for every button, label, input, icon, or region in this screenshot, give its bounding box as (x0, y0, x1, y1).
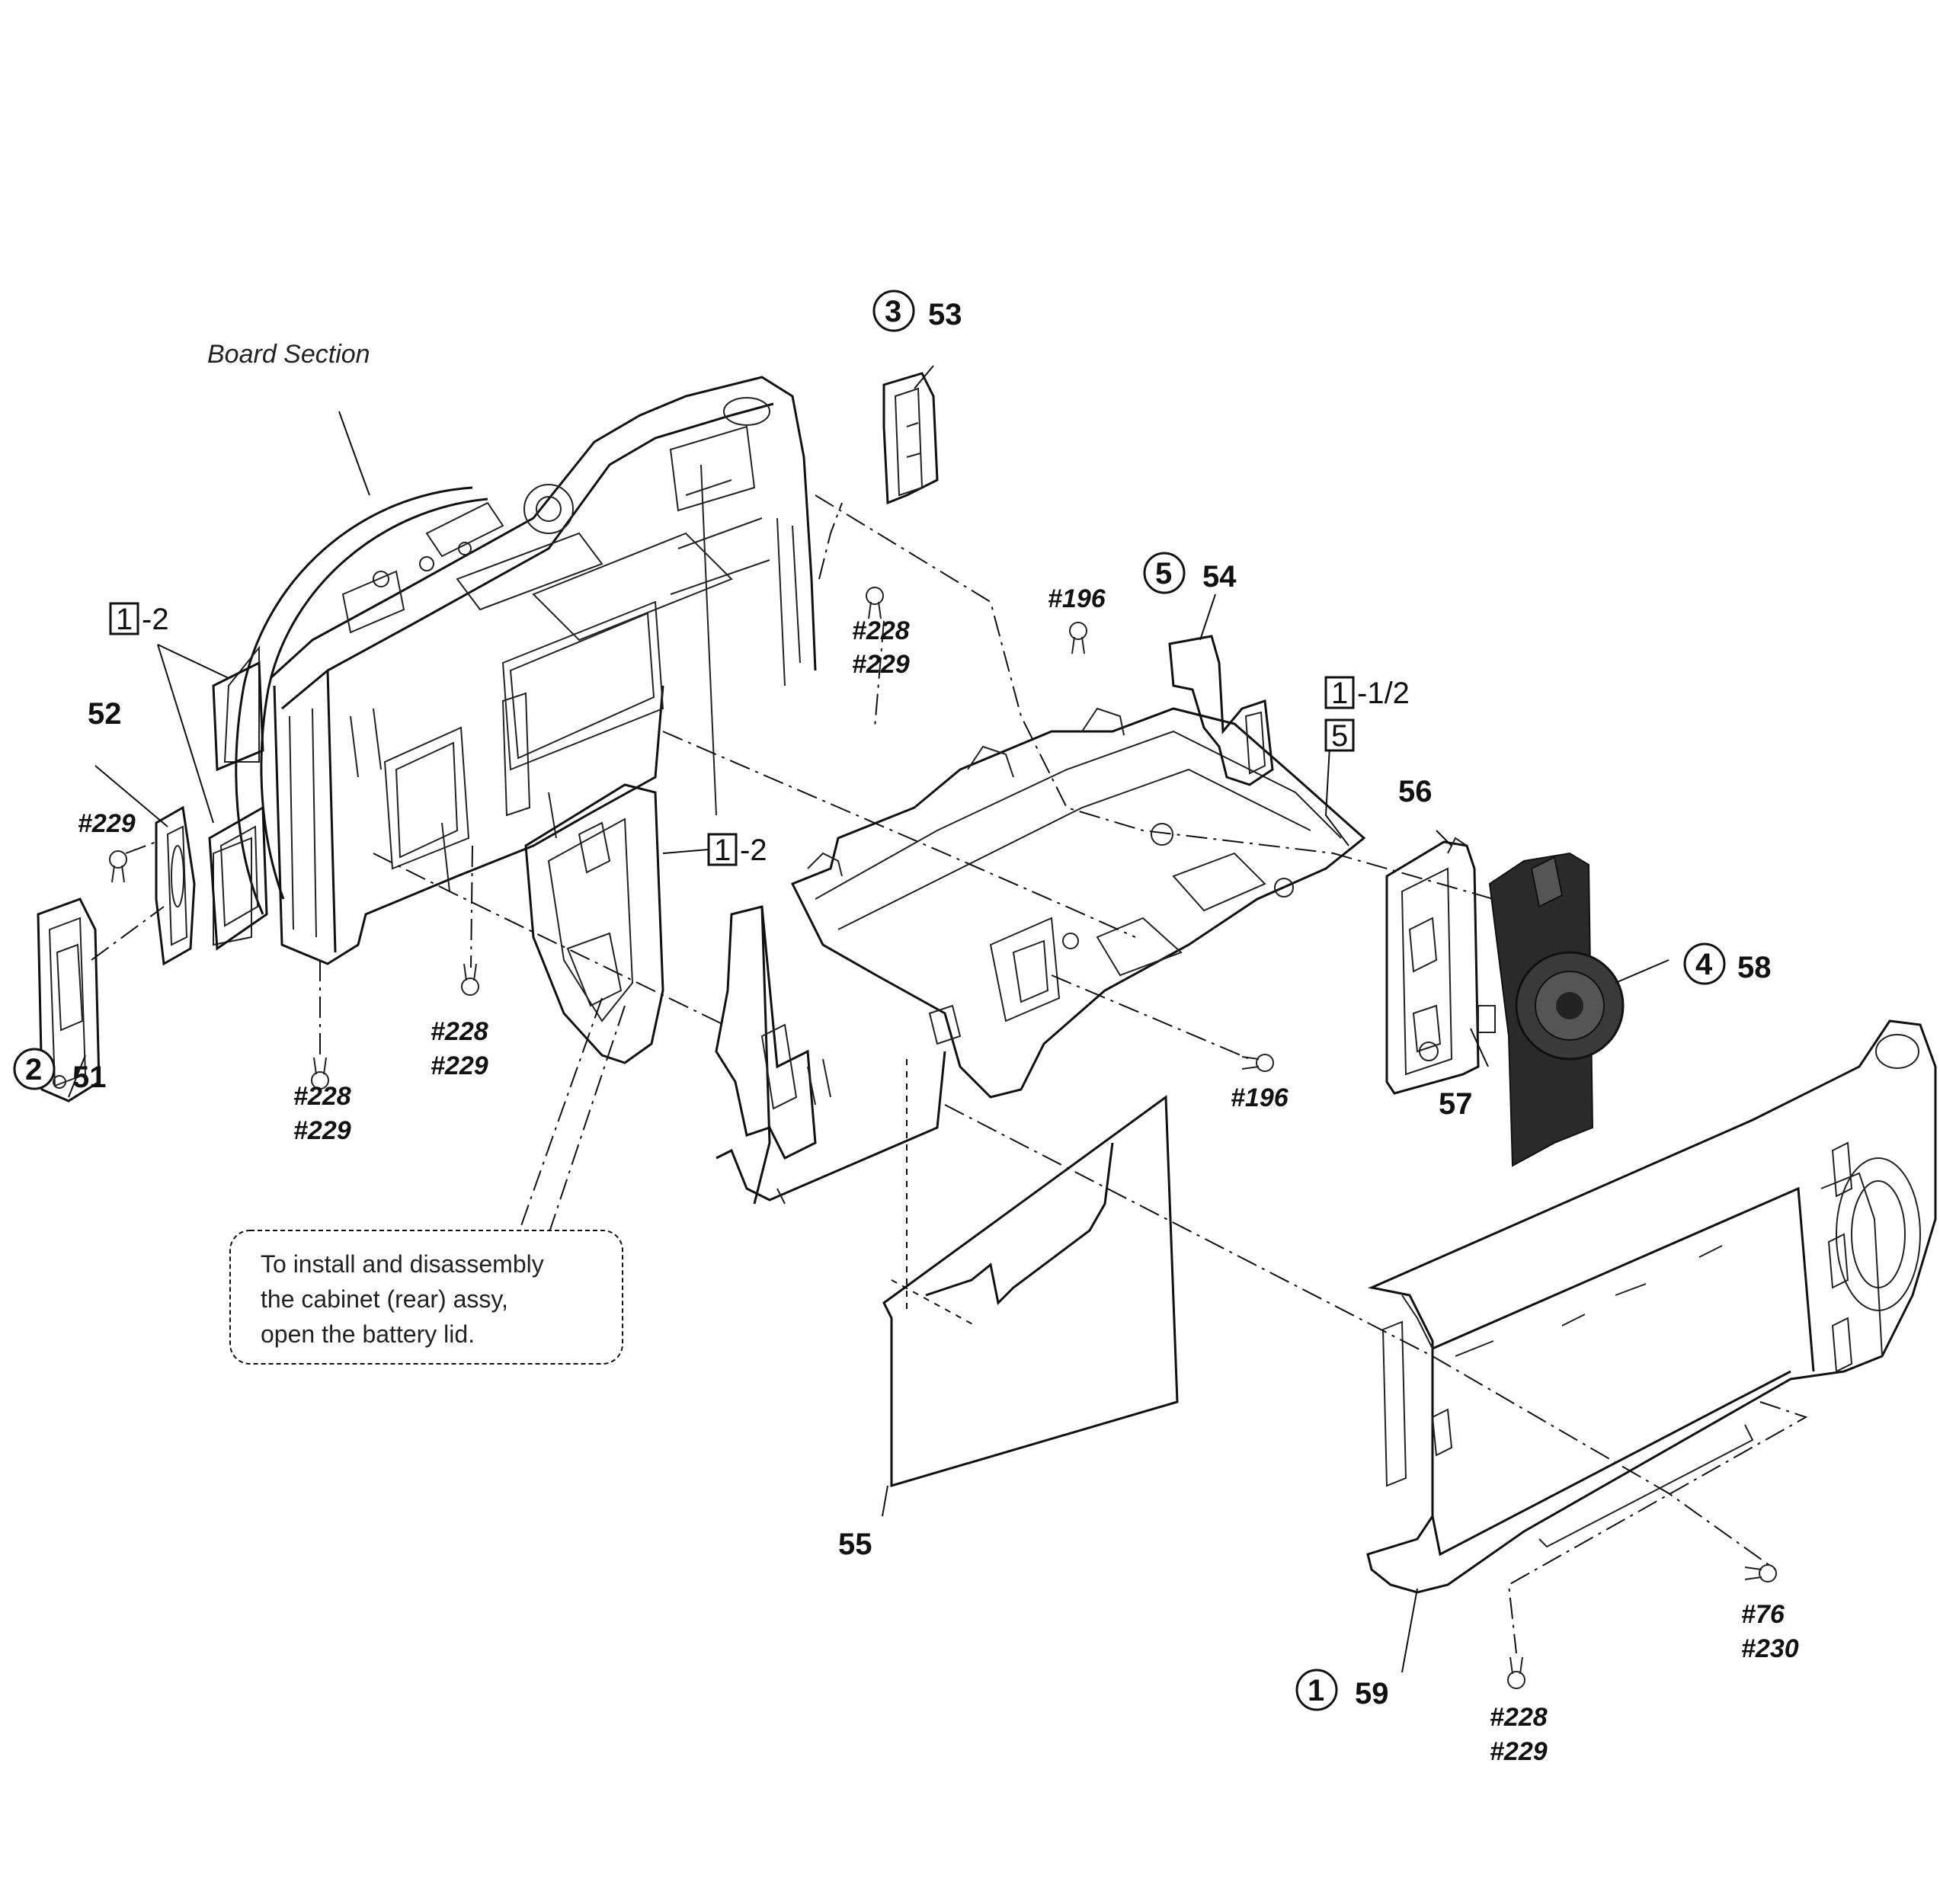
screw-label-229-top: #229 (852, 650, 910, 679)
screw-icon (311, 1057, 329, 1090)
svg-text:-1/2: -1/2 (1357, 677, 1410, 710)
screw-icons (109, 587, 1777, 1689)
part-label-53: 53 (928, 298, 962, 331)
screw-icon (1069, 622, 1087, 654)
part-label-59: 59 (1355, 1677, 1389, 1710)
part-label-54: 54 (1202, 560, 1237, 594)
svg-text:-2: -2 (142, 603, 169, 636)
svg-text:-2: -2 (740, 834, 767, 867)
screw-icon (866, 587, 884, 619)
svg-text:2: 2 (25, 1053, 42, 1086)
screw-icon (1241, 1054, 1274, 1072)
part-52-cover (155, 805, 196, 966)
callout-4: 4 (1683, 942, 1726, 985)
screw-icon (1744, 1564, 1777, 1582)
svg-text:4: 4 (1695, 948, 1713, 981)
screw-icon (109, 850, 127, 883)
screw-label-229-bottom: #229 (293, 1116, 351, 1145)
svg-text:1: 1 (1331, 677, 1348, 710)
part-55-sheet (882, 1059, 1179, 1488)
center-chassis (715, 707, 1366, 1205)
screw-label-196-bottom: #196 (1231, 1083, 1289, 1112)
callout-2: 2 (13, 1048, 56, 1090)
diagram-title: Board Section (207, 340, 370, 369)
leader-lines (68, 365, 1669, 1673)
svg-text:1: 1 (1308, 1674, 1324, 1707)
install-note: To install and disassembly the cabinet (… (229, 1230, 623, 1365)
note-line-1: To install and disassembly (261, 1250, 544, 1278)
battery-lid (524, 783, 664, 1064)
svg-text:1: 1 (714, 834, 731, 867)
board-section-assembly (213, 376, 817, 965)
part-54-bracket (1168, 635, 1274, 786)
ref-box-5: 5 (1324, 718, 1355, 753)
part-label-51: 51 (72, 1061, 107, 1094)
callout-1: 1 (1295, 1669, 1338, 1711)
part-label-55: 55 (838, 1528, 872, 1561)
ref-box-right: 1 -1/2 (1324, 676, 1410, 710)
screw-label-196-top: #196 (1048, 584, 1106, 613)
screw-label-229-mid: #229 (431, 1051, 488, 1080)
screw-icon (461, 963, 479, 996)
part-58-speaker-unit (1488, 852, 1625, 1167)
screw-label-228-mid: #228 (431, 1017, 488, 1046)
part-59-rear-cabinet (1366, 1019, 1937, 1594)
ref-box-mid: 1 -2 (707, 833, 767, 867)
left-side-brackets (208, 661, 268, 951)
part-label-58: 58 (1737, 951, 1772, 984)
screw-label-228-top: #228 (852, 616, 910, 645)
svg-text:5: 5 (1155, 557, 1172, 590)
callout-5: 5 (1143, 552, 1186, 594)
svg-text:5: 5 (1331, 719, 1348, 753)
assembly-lines (91, 494, 1808, 1654)
screw-label-228-right: #228 (1490, 1703, 1548, 1732)
note-line-3: open the battery lid. (261, 1320, 475, 1348)
screw-icon (1507, 1656, 1525, 1689)
part-label-56: 56 (1398, 775, 1433, 808)
callout-3: 3 (872, 290, 915, 332)
screw-label-228-bottom: #228 (293, 1082, 351, 1111)
part-57-tab (1477, 1005, 1496, 1033)
svg-text:3: 3 (885, 295, 901, 328)
screw-label-230: #230 (1741, 1634, 1799, 1663)
part-label-57: 57 (1439, 1087, 1473, 1121)
svg-text:1: 1 (116, 603, 133, 636)
part-53-cover (882, 372, 939, 505)
title-leader (338, 411, 370, 496)
part-label-52: 52 (88, 697, 122, 731)
note-line-2: the cabinet (rear) assy, (261, 1285, 508, 1313)
screw-label-229-left: #229 (78, 809, 136, 838)
ref-box-left: 1 -2 (109, 602, 169, 636)
part-51-jack-cover (37, 898, 101, 1102)
screw-label-76: #76 (1741, 1600, 1785, 1629)
part-56-plate (1385, 837, 1480, 1095)
screw-label-229-right: #229 (1490, 1737, 1548, 1766)
